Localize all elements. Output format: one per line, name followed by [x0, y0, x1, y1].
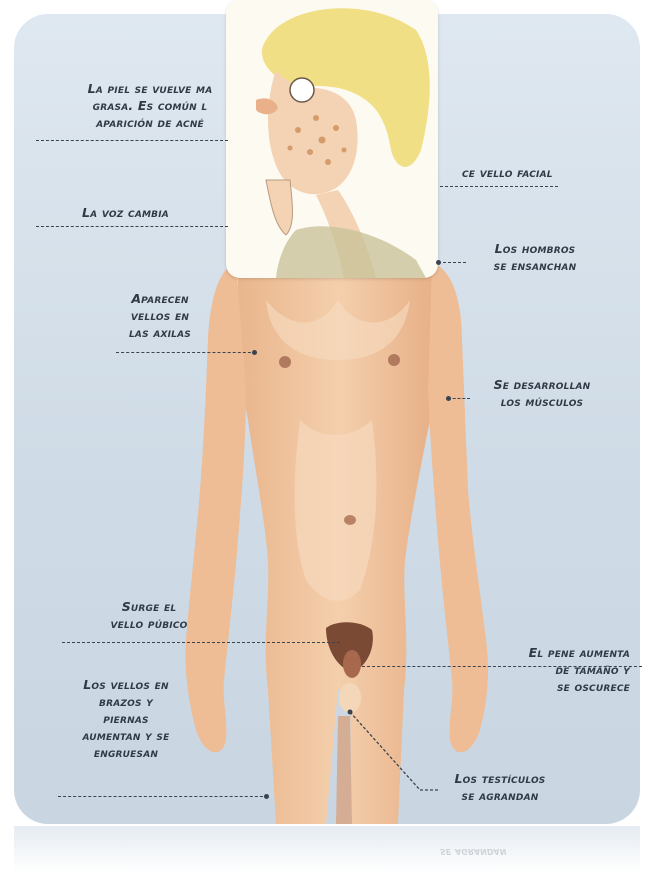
reflection-text: se agrandan: [440, 846, 506, 859]
label-testiculos-line1: Los testículos: [440, 770, 560, 787]
label-testiculos: Los testículos se agrandan: [440, 770, 560, 804]
label-testiculos-line2: se agrandan: [440, 787, 560, 804]
